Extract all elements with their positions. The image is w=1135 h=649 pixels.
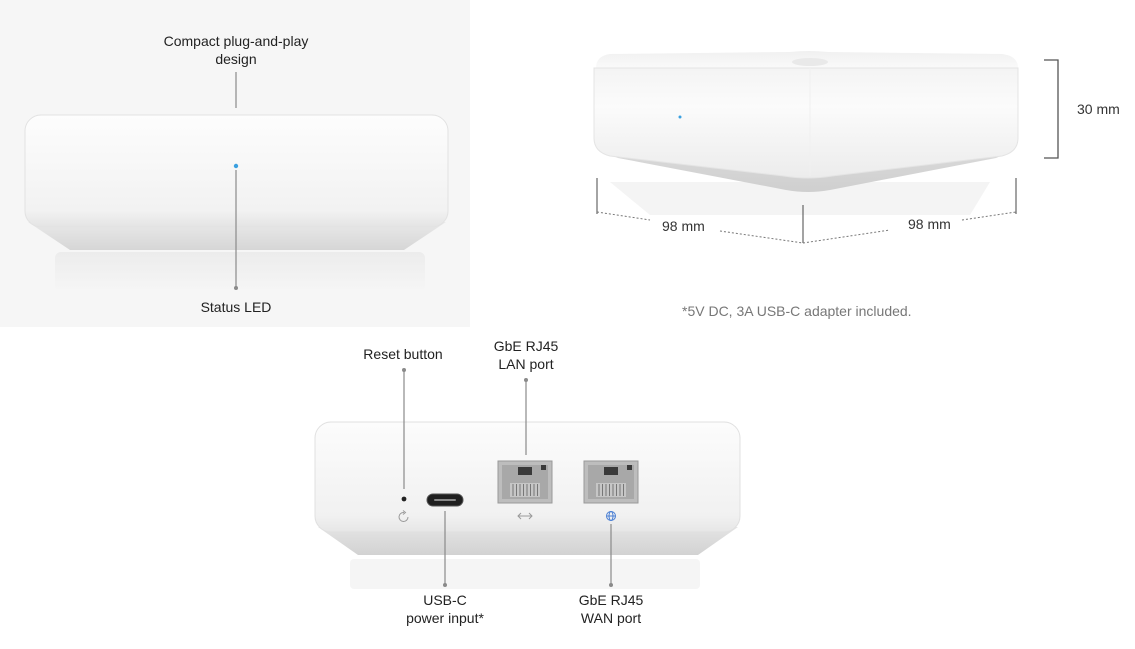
wan-port-label: GbE RJ45 WAN port <box>578 592 644 626</box>
lan-port[interactable] <box>497 460 553 504</box>
adapter-footnote: *5V DC, 3A USB-C adapter included. <box>682 303 912 319</box>
wan-port[interactable] <box>583 460 639 504</box>
compact-design-label: Compact plug-and-play design <box>163 33 309 67</box>
globe-icon <box>606 511 616 521</box>
logo-mark <box>792 58 828 66</box>
height-dimension-label: 30 mm <box>1077 101 1120 117</box>
lan-arrows-icon <box>517 512 533 520</box>
perspective-view-panel: 30 mm 98 mm 98 mm *5V DC, 3A USB-C adapt… <box>570 0 1135 327</box>
perspective-view-illustration <box>593 51 1059 244</box>
status-led-label: Status LED <box>200 299 272 315</box>
device-base <box>28 222 446 250</box>
front-view-illustration <box>24 72 449 292</box>
height-dimension-bracket <box>1044 59 1059 159</box>
rear-view-illustration <box>314 368 741 589</box>
rear-view-panel: Reset button GbE RJ45 LAN port USB-C pow… <box>0 327 1135 649</box>
reset-icon <box>398 510 409 522</box>
usbc-power-label: USB-C power input* <box>406 592 484 626</box>
status-led <box>233 163 239 169</box>
device-reflection <box>350 559 700 589</box>
device-body <box>593 67 1019 179</box>
lan-port-label: GbE RJ45 LAN port <box>493 338 559 372</box>
front-view-panel: Compact plug-and-play design Status LED <box>0 0 470 327</box>
status-led <box>678 115 682 119</box>
device-reflection <box>610 182 990 215</box>
device-base <box>318 527 738 555</box>
device-reflection <box>55 252 425 292</box>
width-dimension-right-label: 98 mm <box>908 216 951 232</box>
width-dimension-left-label: 98 mm <box>662 218 705 234</box>
reset-button[interactable] <box>401 496 407 502</box>
reset-button-label: Reset button <box>363 346 443 362</box>
